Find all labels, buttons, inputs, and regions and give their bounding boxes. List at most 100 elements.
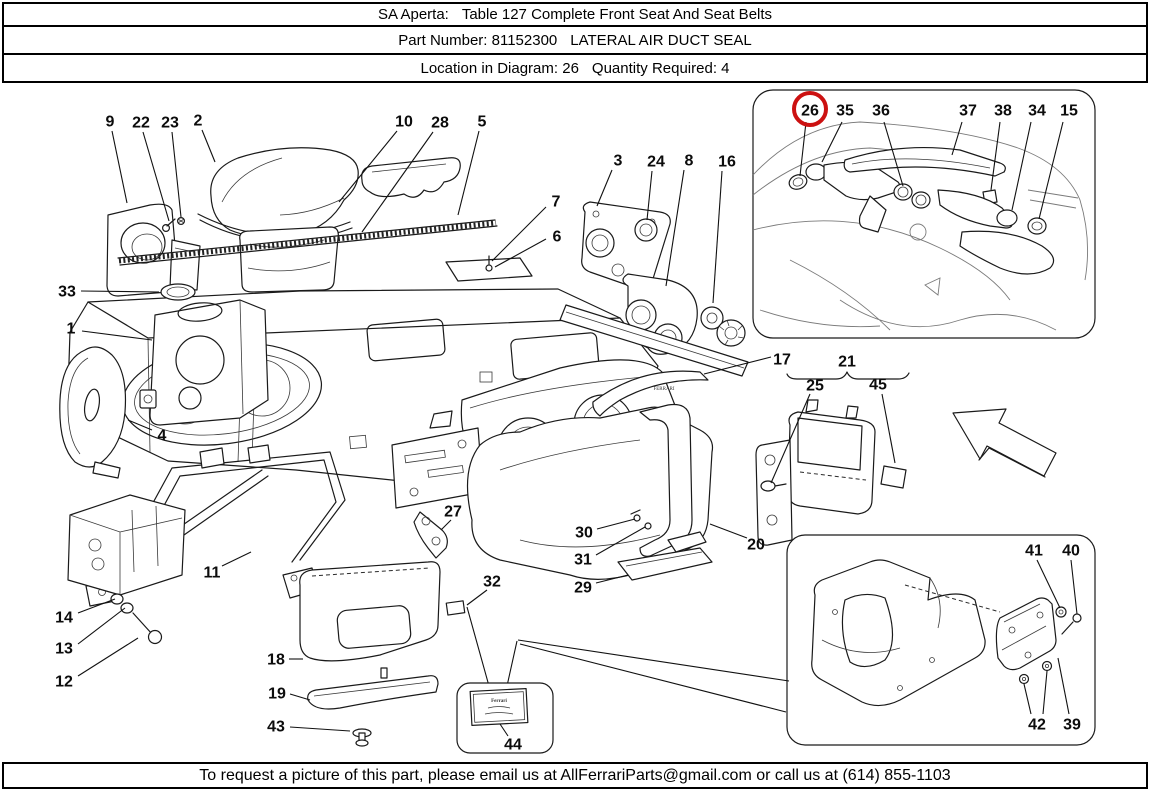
leader-line-4 <box>127 419 153 431</box>
part-pedal-bracket <box>67 494 186 645</box>
leader-line-37 <box>951 121 963 156</box>
callout-20: 20 <box>747 537 765 554</box>
callout-3: 3 <box>614 153 623 170</box>
leader-line-17 <box>703 356 772 375</box>
callout-35: 35 <box>836 103 854 120</box>
callout-34: 34 <box>1028 103 1046 120</box>
leader-line-40 <box>1070 559 1078 615</box>
callout-26: 26 <box>801 103 819 120</box>
highlight-circle-26 <box>792 91 828 127</box>
callout-9: 9 <box>106 114 115 131</box>
svg-text:FERRARI: FERRARI <box>653 387 674 392</box>
leader-line-3 <box>596 169 613 207</box>
leader-line-24 <box>646 170 653 221</box>
direction-arrow <box>952 408 1057 478</box>
part-nut <box>1018 673 1030 685</box>
leader-line-33 <box>80 290 160 293</box>
part-cross-plate <box>391 410 484 509</box>
callout-29: 29 <box>574 580 592 597</box>
callout-41: 41 <box>1025 543 1043 560</box>
part-number: Part Number: 81152300 <box>398 31 558 49</box>
leader-line-11 <box>221 551 252 567</box>
part-side-pad <box>59 346 127 479</box>
callout-1: 1 <box>67 321 76 338</box>
leader-line-30 <box>596 518 636 530</box>
part-end-frame <box>139 299 269 426</box>
callout-7: 7 <box>552 194 561 211</box>
leader-line-32 <box>466 589 488 606</box>
leader-line-28 <box>361 131 434 233</box>
leader-line-42 <box>1023 683 1032 715</box>
callout-38: 38 <box>994 103 1012 120</box>
part-knob <box>634 218 658 242</box>
part-left-duct <box>805 161 901 233</box>
callout-8: 8 <box>685 153 694 170</box>
inset-air-ducts <box>752 89 1096 339</box>
part-sticker-location <box>445 600 466 616</box>
leader-line-26 <box>799 121 807 177</box>
leader-line-44 <box>499 723 509 737</box>
leader-line-16 <box>712 170 723 304</box>
leader-line-35 <box>821 121 843 163</box>
leader-line-36 <box>883 121 904 187</box>
leader-line-22 <box>142 131 170 222</box>
part-mount-bracket <box>995 597 1057 671</box>
leader-line-45 <box>881 393 896 464</box>
callout-43: 43 <box>267 719 285 736</box>
leader-line-31 <box>595 526 646 556</box>
callout-22: 22 <box>132 115 150 132</box>
leader-line-7 <box>491 206 547 262</box>
leader-line-39 <box>1057 657 1070 715</box>
leader-line-13 <box>77 607 126 645</box>
callout-24: 24 <box>647 154 665 171</box>
callout-30: 30 <box>575 525 593 542</box>
leader-line-14 <box>77 598 116 614</box>
leader-line-9 <box>111 130 128 204</box>
leader-line-6 <box>494 238 547 268</box>
leader-line-42 <box>1042 670 1048 715</box>
callout-36: 36 <box>872 103 890 120</box>
callout-42: 42 <box>1028 717 1046 734</box>
callout-45: 45 <box>869 377 887 394</box>
callout-6: 6 <box>553 229 562 246</box>
part-defroster-duct <box>361 157 461 198</box>
leader-line-20 <box>709 523 748 539</box>
leader-line-25 <box>770 393 811 484</box>
sticker-brand-text: Ferrari <box>491 699 507 704</box>
callout-25: 25 <box>806 378 824 395</box>
leader-line-19 <box>289 693 311 701</box>
part-knee-panel <box>299 561 466 662</box>
bracket-brace-21 <box>786 371 910 380</box>
callout-10: 10 <box>395 114 413 131</box>
leader-line-27 <box>440 519 452 531</box>
part-twin-outlets <box>893 183 931 209</box>
callout-44: 44 <box>504 737 522 754</box>
leader-line-23 <box>171 131 182 218</box>
part-lower-strip <box>307 667 439 710</box>
table-title: Table 127 Complete Front Seat And Seat B… <box>461 6 773 23</box>
leader-line-8 <box>665 169 685 287</box>
callout-21: 21 <box>838 354 856 371</box>
part-hinge-pin <box>760 480 776 492</box>
part-cigarette-lighter <box>700 306 746 347</box>
leader-line-38 <box>990 121 1001 191</box>
callout-39: 39 <box>1063 717 1081 734</box>
part-push-clip <box>352 728 372 747</box>
part-trim-ring <box>160 283 196 301</box>
model-name: SA Aperta: <box>377 6 449 23</box>
callout-37: 37 <box>959 103 977 120</box>
leader-line-2 <box>201 129 216 163</box>
leader-line-15 <box>1038 121 1064 220</box>
inset-under-dash <box>786 534 1096 746</box>
part-bracket <box>413 511 448 559</box>
callout-27: 27 <box>444 504 462 521</box>
callout-12: 12 <box>55 674 73 691</box>
leader-line-5 <box>457 130 480 216</box>
part-lower-trim-strip <box>559 304 749 377</box>
part-screws <box>162 217 186 233</box>
part-bolt <box>1072 613 1082 623</box>
